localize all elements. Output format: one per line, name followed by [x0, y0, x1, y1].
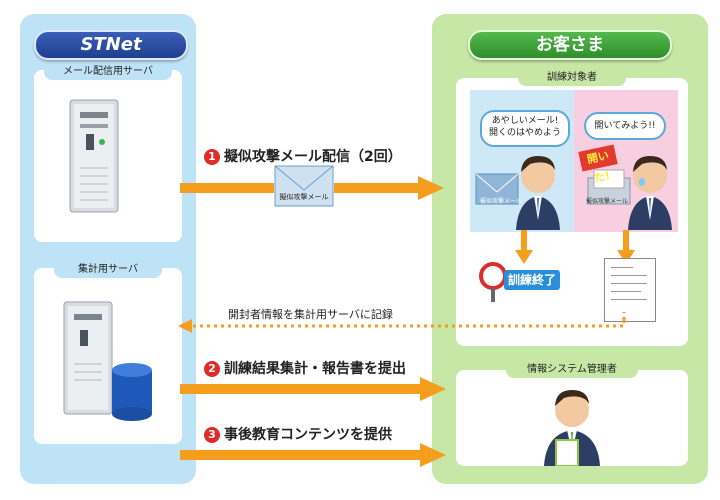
step1-text: 擬似攻撃メール配信（2回）	[224, 149, 402, 165]
held-envelope-label: 擬似攻撃メール	[480, 198, 523, 205]
step3-arrowhead	[420, 443, 446, 467]
aggregate-server-icon	[63, 301, 113, 415]
record-dotted-arrow	[178, 312, 626, 333]
stnet-title: STNet	[34, 30, 188, 60]
open-envelope-label: 擬似攻撃メール	[586, 198, 629, 205]
step1-arrow-left	[180, 183, 274, 193]
attack-mail-envelope-icon	[274, 165, 334, 207]
step1-arrowhead	[418, 176, 444, 200]
attack-mail-label: 擬似攻撃メール	[279, 193, 329, 201]
careful-speech-bubble: あやしいメール! 開くのはやめよう	[480, 110, 570, 147]
careful-person-icon	[516, 156, 560, 230]
customer-title: お客さま	[468, 30, 672, 60]
open-envelope-icon	[587, 169, 631, 205]
trainees-label: 訓練対象者	[518, 70, 626, 86]
envelope-held-icon	[475, 173, 519, 205]
step3-arrow	[180, 450, 422, 460]
step1-arrow-right	[334, 183, 420, 193]
mail-server-icon	[69, 99, 119, 213]
step3-number: 3	[204, 427, 220, 443]
training-end-badge: 訓練終了	[504, 270, 560, 290]
record-document-icon	[604, 258, 656, 322]
arrow-down-right	[617, 230, 635, 264]
admin-person-icon	[544, 390, 600, 466]
aggregate-server-label: 集計用サーバ	[54, 262, 162, 278]
database-icon	[112, 363, 152, 421]
step2-arrowhead	[420, 377, 446, 401]
step2-text: 訓練結果集計・報告書を提出	[224, 361, 406, 377]
admin-label: 情報システム管理者	[506, 362, 638, 378]
step1-number: 1	[204, 149, 220, 165]
record-label: 開封者情報を集計用サーバに記録	[228, 308, 393, 321]
step2-number: 2	[204, 361, 220, 377]
careless-person-icon	[628, 156, 672, 230]
careless-speech-bubble: 開いてみよう!!	[584, 112, 666, 140]
step3-text: 事後教育コンテンツを提供	[224, 427, 392, 443]
mail-server-label: メール配信用サーバ	[44, 64, 172, 80]
step2-arrow	[180, 384, 422, 394]
arrow-down-left	[515, 230, 533, 264]
